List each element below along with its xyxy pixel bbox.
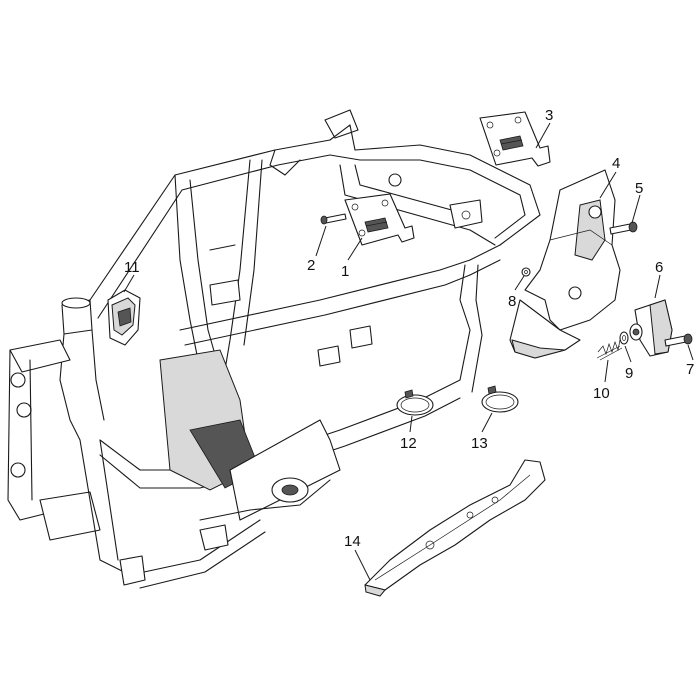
callout-14: 14 <box>344 533 361 550</box>
part-7-bolt <box>664 333 693 347</box>
leader-lines <box>123 122 694 581</box>
leader-5 <box>631 194 641 224</box>
leader-11 <box>123 274 135 293</box>
part-4-rear-cover <box>509 169 621 359</box>
leader-13 <box>481 412 493 433</box>
callout-13: 13 <box>471 435 488 452</box>
leader-6 <box>654 274 661 299</box>
callout-9: 9 <box>625 365 633 382</box>
leader-4 <box>599 171 617 199</box>
leader-7 <box>687 344 694 361</box>
part-6-actuator <box>629 299 673 357</box>
callout-6: 6 <box>655 259 663 276</box>
leader-8 <box>514 275 525 291</box>
part-5-bolt <box>609 221 638 235</box>
callout-10: 10 <box>593 385 610 402</box>
part-3-hinge-bracket <box>479 111 551 167</box>
callout-labels: 1 2 3 4 5 6 7 8 9 10 11 12 13 14 <box>124 107 694 550</box>
leader-14 <box>354 549 371 581</box>
callout-8: 8 <box>508 293 516 310</box>
part-13-hose-clamp <box>481 385 519 413</box>
part-12-hose-clamp <box>396 389 434 416</box>
leader-2 <box>315 225 327 257</box>
callout-4: 4 <box>612 155 620 172</box>
part-8-nut <box>521 267 531 277</box>
part-2-screw <box>320 213 347 225</box>
center-tubes <box>174 159 501 371</box>
callout-7: 7 <box>686 361 694 378</box>
chassis-frame <box>7 109 541 589</box>
part-1-hinge-bracket <box>344 193 415 246</box>
leader-9 <box>624 345 632 363</box>
callout-2: 2 <box>307 257 315 274</box>
leader-1 <box>347 237 363 261</box>
leader-3 <box>535 122 551 149</box>
callout-12: 12 <box>400 435 417 452</box>
callout-3: 3 <box>545 107 553 124</box>
callout-1: 1 <box>341 263 349 280</box>
part-9-washer <box>619 331 629 345</box>
head-tube <box>7 297 105 541</box>
callout-5: 5 <box>635 180 643 197</box>
part-11-clamp <box>107 289 141 346</box>
engine-mount <box>159 349 341 551</box>
leader-10 <box>604 359 609 383</box>
part-14-side-bracket <box>364 459 546 597</box>
leader-12 <box>409 415 413 433</box>
part-10-spring <box>596 339 623 361</box>
callout-11: 11 <box>124 259 140 276</box>
upper-tubes <box>89 109 541 319</box>
